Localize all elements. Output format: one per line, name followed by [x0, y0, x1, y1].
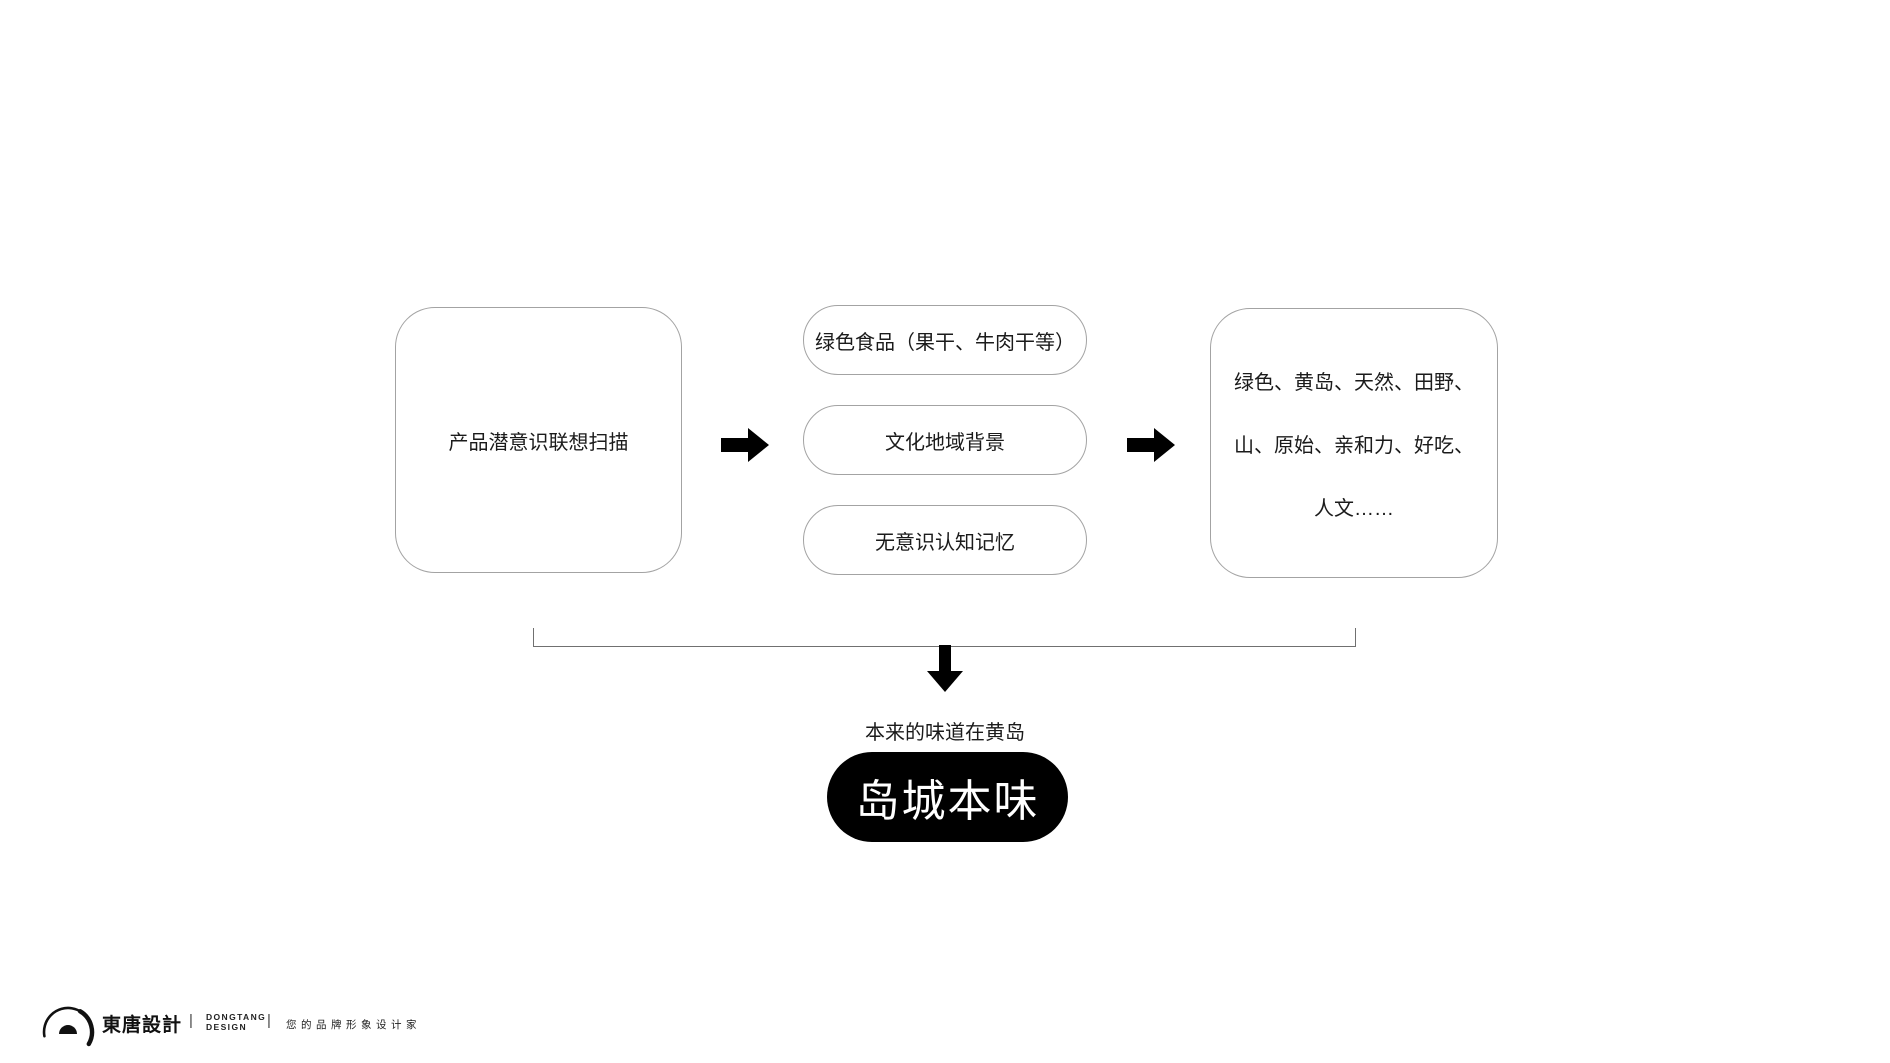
- result-pill: 岛城本味: [827, 752, 1068, 842]
- right-box-keywords: 绿色、黄岛、天然、田野、 山、原始、亲和力、好吃、 人文……: [1210, 308, 1498, 578]
- left-box-product-scan: 产品潜意识联想扫描: [395, 307, 682, 573]
- middle-box-label: 文化地域背景: [885, 431, 1005, 454]
- middle-box-cultural-region: 文化地域背景: [803, 405, 1087, 475]
- bracket-tick-left: [533, 628, 534, 647]
- keywords-line: 人文……: [1314, 497, 1394, 520]
- footer-separator: |: [189, 1012, 193, 1029]
- middle-box-label: 无意识认知记忆: [875, 531, 1015, 554]
- left-box-label: 产品潜意识联想扫描: [448, 431, 629, 454]
- down-arrow-icon: [927, 645, 963, 692]
- footer-separator: |: [267, 1012, 271, 1029]
- keywords-line: 山、原始、亲和力、好吃、: [1234, 434, 1474, 457]
- middle-box-green-food: 绿色食品（果干、牛肉干等）: [803, 305, 1087, 375]
- brand-name-en: DONGTANG DESIGN: [206, 1012, 267, 1032]
- result-caption: 本来的味道在黄岛: [865, 722, 1025, 744]
- brand-tagline: 您的品牌形象设计家: [286, 1019, 421, 1031]
- result-pill-label: 岛城本味: [855, 777, 1040, 826]
- brand-name-cn: 東唐設計: [102, 1015, 183, 1036]
- right-arrow-icon: [1127, 428, 1175, 462]
- brand-logo-icon: [42, 1006, 95, 1047]
- keywords-line: 绿色、黄岛、天然、田野、: [1234, 371, 1474, 394]
- middle-box-label: 绿色食品（果干、牛肉干等）: [815, 331, 1075, 354]
- bracket-tick-right: [1355, 628, 1356, 647]
- middle-box-unconscious-memory: 无意识认知记忆: [803, 505, 1087, 575]
- right-arrow-icon: [721, 428, 769, 462]
